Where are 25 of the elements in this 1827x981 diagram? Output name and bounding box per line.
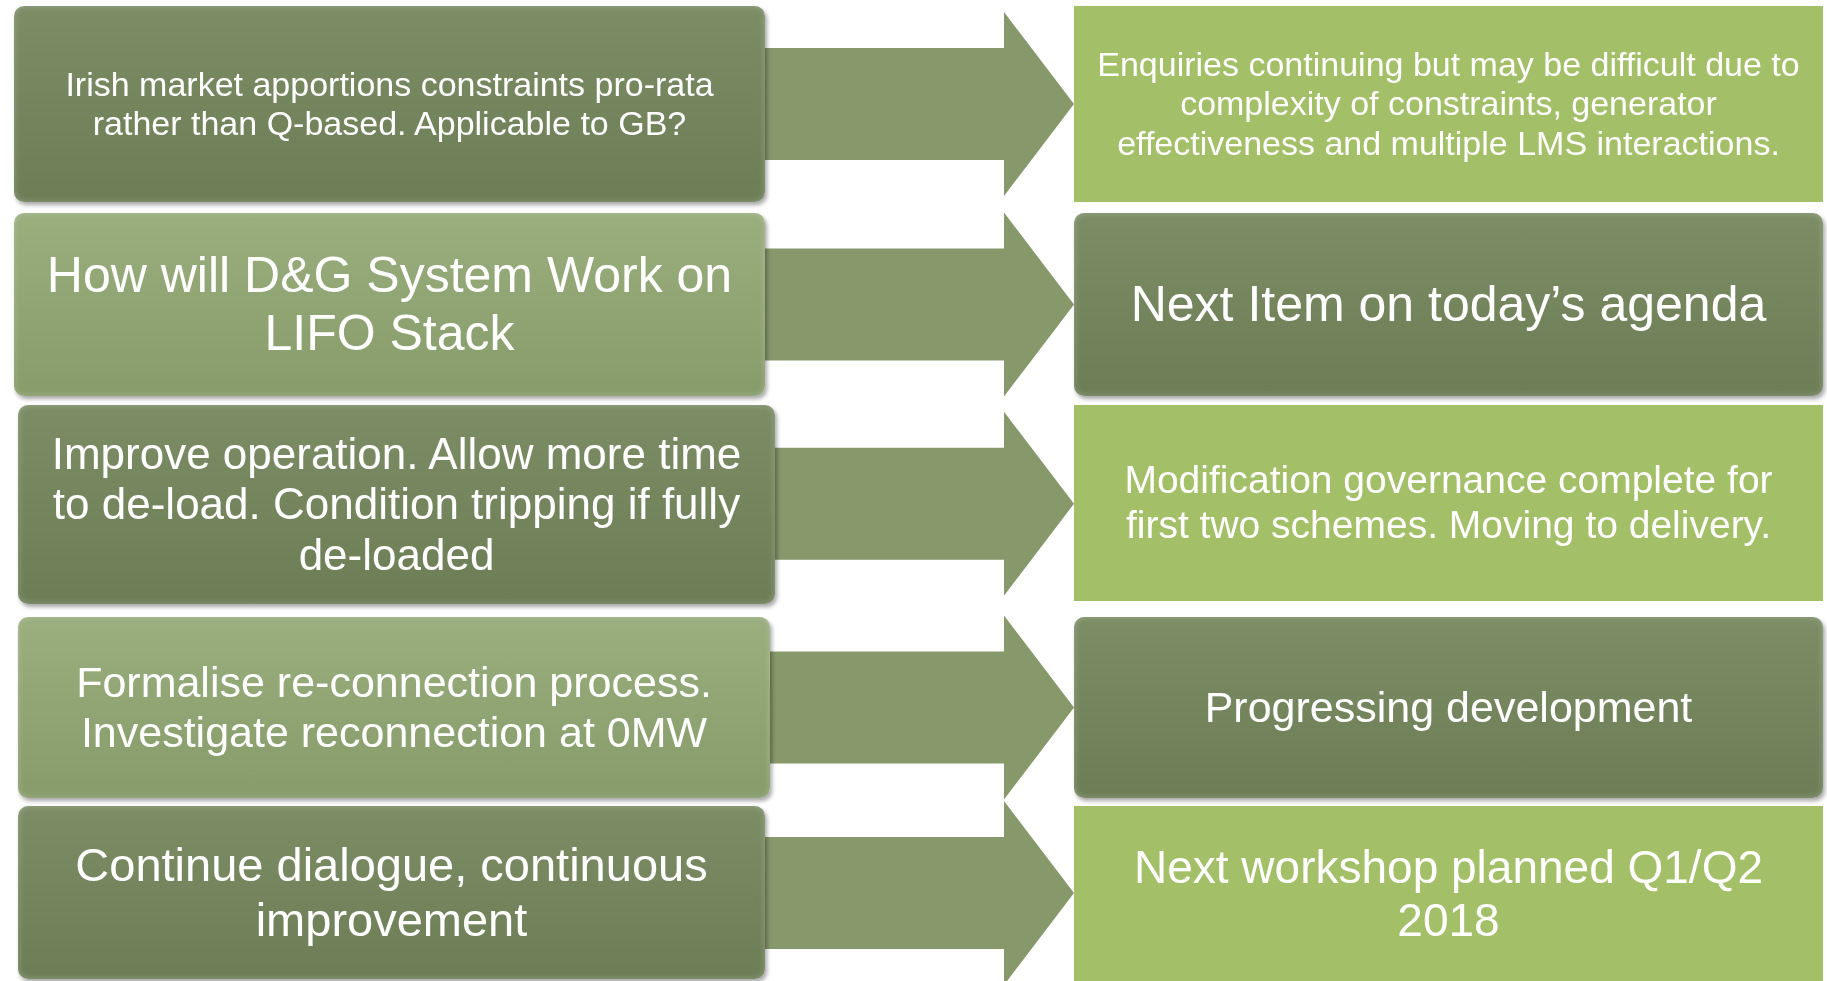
box-text: Next Item on today’s agenda: [1130, 275, 1767, 334]
text-box: [1074, 213, 1823, 396]
text-box: [1074, 405, 1823, 601]
box-text: Next workshop planned Q1/Q2 2018: [1133, 840, 1764, 947]
text-box: [14, 6, 765, 202]
block-arrow: [765, 12, 1074, 196]
text-box: [18, 405, 775, 604]
block-arrow: [775, 411, 1074, 596]
text-box: [18, 617, 770, 798]
box-text: Irish market apportions constraints pro-rata rather than Q-based. Applicable to GB?: [64, 64, 715, 144]
text-box: [18, 806, 765, 979]
text-box: [1074, 6, 1823, 202]
block-arrow: [770, 615, 1074, 800]
text-box: [1074, 806, 1823, 981]
box-text: Continue dialogue, continuous improvement: [74, 838, 709, 947]
block-arrow: [765, 801, 1074, 981]
box-text: Modification governance complete for first two schemes. Moving to delivery.: [1123, 458, 1774, 548]
box-text: How will D&G System Work on LIFO Stack: [45, 247, 734, 362]
box-text: Formalise re-connection process. Investigate reconnection at 0MW: [75, 658, 713, 757]
text-box: [1074, 617, 1823, 798]
box-text: Progressing development: [1204, 682, 1693, 733]
box-text: Improve operation. Allow more time to de-load. Condition tripping if fully de-loaded: [50, 428, 743, 581]
box-text: Enquiries continuing but may be difficult due to complexity of constraints, generator effectiveness and multiple LMS interactions.: [1096, 45, 1801, 163]
block-arrow: [765, 212, 1074, 397]
text-box: [14, 213, 765, 396]
